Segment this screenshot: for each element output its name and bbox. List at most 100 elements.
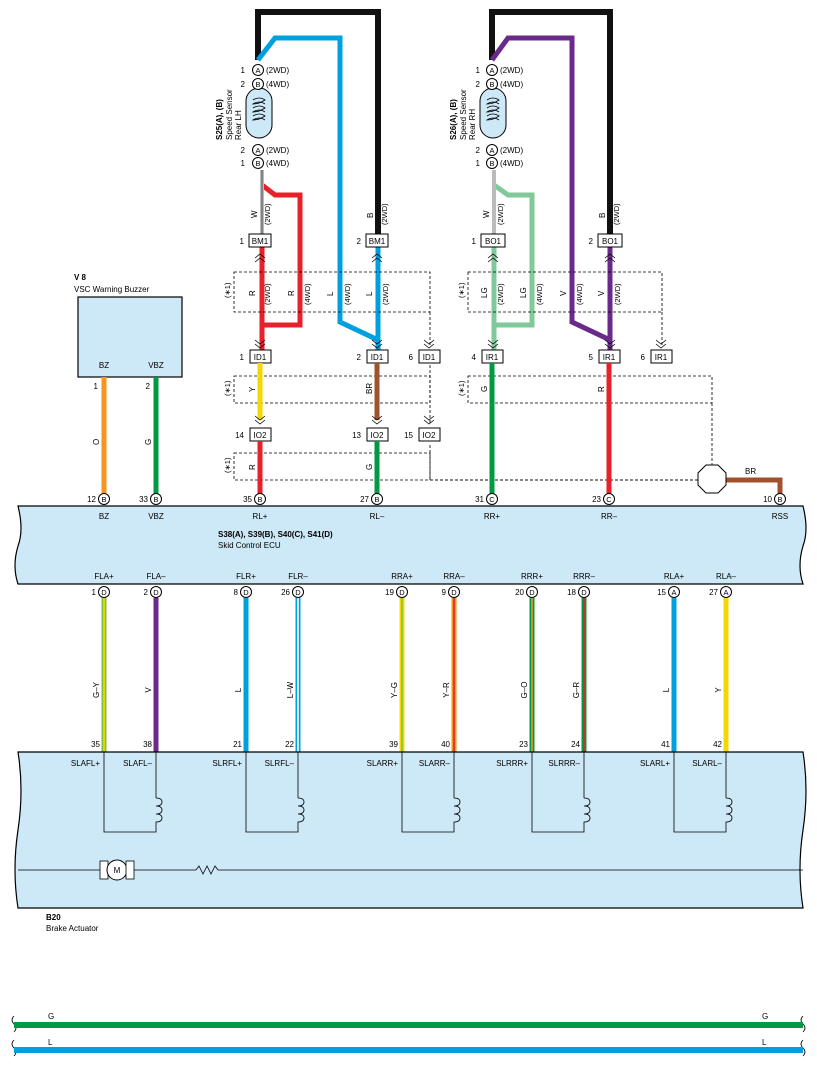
wire-b-rh-sensor	[489, 9, 613, 240]
ecu-pin-num: 2	[144, 588, 149, 597]
coil-icon	[155, 797, 163, 826]
sensor-rh-line1: Speed Sensor	[459, 89, 468, 140]
buzzer-pin-label: VBZ	[148, 361, 164, 370]
conn-num: 15	[404, 431, 413, 440]
actuator-pin-num: 40	[441, 740, 450, 749]
actuator-pin-num: 38	[143, 740, 152, 749]
ecu-pin-conn: D	[295, 588, 301, 597]
shield-note: (∗1)	[457, 380, 466, 396]
ecu-bottom-pins: FLA+D1FLA–D2FLR+D8FLR–D26RRA+D19RRA–D9RR…	[92, 572, 737, 598]
wire-label: G	[144, 439, 153, 445]
skid-control-ecu: S38(A), S39(B), S40(C), S41(D) Skid Cont…	[14, 493, 807, 598]
wire-tag: (2WD)	[380, 203, 389, 225]
sensor-lh-line2: Rear LH	[234, 110, 243, 140]
shield-boxes: (∗1) (∗1) (∗1) (∗1) (∗1)	[223, 271, 713, 481]
actuator-id: B20	[46, 913, 61, 922]
conn-name: IO2	[371, 431, 384, 440]
ecu-pin-num: 27	[709, 588, 718, 597]
ecu-pin-conn: A	[671, 588, 676, 597]
wire-label: Y	[248, 386, 257, 392]
wire-label: V	[144, 687, 153, 693]
ecu-pin-num: 35	[243, 495, 252, 504]
pin-tag: (2WD)	[266, 146, 289, 155]
ecu-pin-num: 33	[139, 495, 148, 504]
actuator-name: Brake Actuator	[46, 924, 99, 933]
ecu-pin-conn: B	[777, 495, 782, 504]
pin-circle	[252, 157, 264, 169]
mid-connectors: BM1 1 BM1 2 BO1 1 BO1 2	[240, 233, 623, 263]
pin-circle	[252, 78, 264, 90]
wire-label: B	[366, 213, 375, 218]
ecu-pin-conn: C	[489, 495, 495, 504]
wire-label: Y–G	[390, 682, 399, 698]
buzzer-name: VSC Warning Buzzer	[74, 285, 150, 294]
ecu-pin-conn: D	[451, 588, 457, 597]
wire-label: R	[248, 464, 257, 470]
wire-label: LG	[480, 287, 489, 298]
ecu-pin-num: 23	[592, 495, 601, 504]
ecu-pin-num: 8	[234, 588, 239, 597]
conn-num: 6	[641, 353, 646, 362]
pin-tag: (2WD)	[500, 146, 523, 155]
wire-label: W	[250, 210, 259, 218]
wire-label: L–W	[286, 681, 295, 698]
ecu-pin-circle	[254, 493, 266, 505]
ecu-pin-circle	[603, 493, 615, 505]
wire-label: R	[248, 290, 257, 296]
ecu-pin-label: RRR–	[573, 572, 595, 581]
connector-id1-6	[418, 349, 441, 364]
wire-label: BR	[745, 467, 756, 476]
actuator-pin-label: SLARL–	[692, 759, 722, 768]
actuator-pin-label: SLARL+	[640, 759, 670, 768]
pin-tag: (2WD)	[500, 66, 523, 75]
conn-name: IR1	[655, 353, 668, 362]
ecu-pin-conn: D	[399, 588, 405, 597]
ecu-pin-circle	[486, 493, 498, 505]
coil-circuit	[531, 752, 585, 833]
ecu-pin-circle	[774, 493, 786, 505]
wire-label: R	[597, 386, 606, 392]
ecu-pin-num: 12	[87, 495, 96, 504]
actuator-pins: 35SLAFL+38SLAFL–21SLRFL+22SLRFL–39SLARR+…	[71, 740, 723, 768]
rss-shield: BR	[697, 464, 783, 498]
wire-r-4wd-lh	[260, 183, 303, 328]
ecu-pin-conn: B	[374, 495, 379, 504]
wire-tag: (4WD)	[343, 283, 352, 305]
pin-num: 2	[476, 146, 481, 155]
ecu-pin-label: BZ	[99, 512, 109, 521]
wire-label: V	[597, 290, 606, 296]
ecu-pin-num: 26	[281, 588, 290, 597]
pin-circle	[252, 64, 264, 76]
ecu-pin-circle	[292, 586, 304, 598]
ecu-pin-label: VBZ	[148, 512, 164, 521]
wire-tag: (2WD)	[496, 203, 505, 225]
wire-tag: (2WD)	[613, 283, 622, 305]
ecu-pin-label: RRA–	[443, 572, 465, 581]
actuator-pin-label: SLAFL+	[71, 759, 100, 768]
ecu-pin-label: FLR–	[288, 572, 308, 581]
ecu-pin-num: 19	[385, 588, 394, 597]
wire-label: G	[480, 386, 489, 392]
motor-label: M	[114, 866, 121, 875]
conn-num: 14	[235, 431, 244, 440]
conn-name: IO2	[423, 431, 436, 440]
wire-label: G–Y	[92, 681, 101, 698]
wire-tag: (4WD)	[535, 283, 544, 305]
actuator-pin-label: SLRRR+	[496, 759, 528, 768]
ecu-pin-circle	[371, 493, 383, 505]
ecu-pin-circle	[526, 586, 538, 598]
ecu-title: S38(A), S39(B), S40(C), S41(D)	[218, 530, 333, 539]
ecu-pin-conn: D	[153, 588, 159, 597]
ecu-pin-circle	[578, 586, 590, 598]
actuator-pin-label: SLARR–	[419, 759, 451, 768]
pin-conn: B	[489, 159, 494, 168]
actuator-coils	[103, 752, 733, 833]
ecu-pin-conn: D	[529, 588, 535, 597]
ecu-pin-circle	[150, 493, 162, 505]
ecu-pin-circle	[150, 586, 162, 598]
shield-note: (∗1)	[223, 282, 232, 298]
wire-label: B	[598, 213, 607, 218]
ecu-box	[14, 505, 807, 585]
conn-num: 2	[589, 237, 594, 246]
ecu-pin-circle	[448, 586, 460, 598]
